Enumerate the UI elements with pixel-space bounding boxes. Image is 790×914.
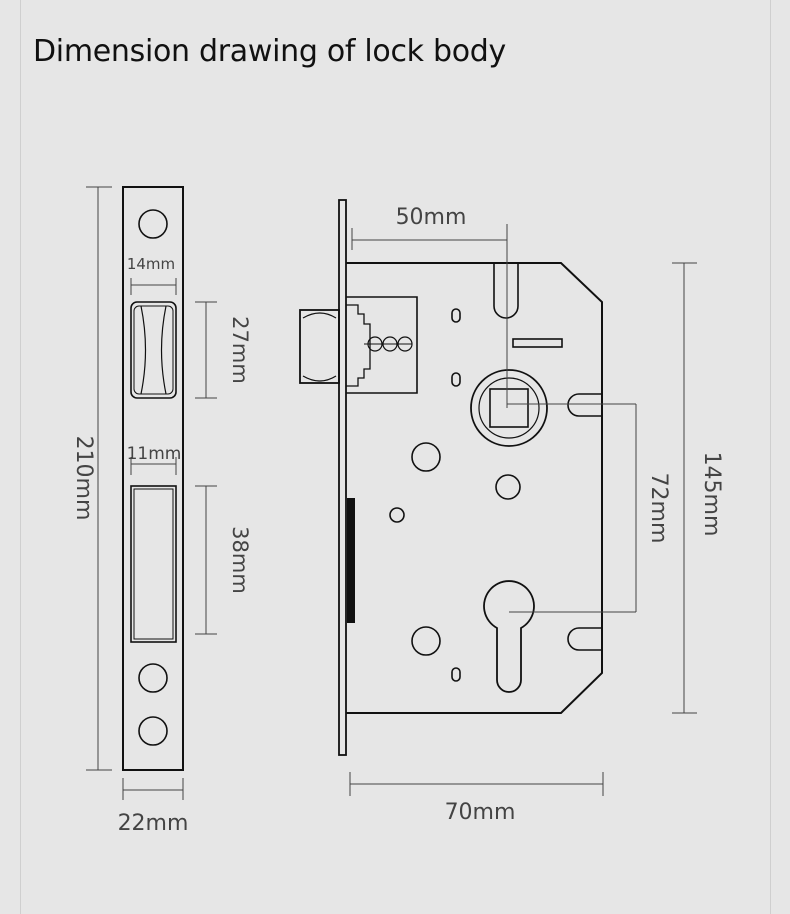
faceplate-screw-hole-middle — [138, 663, 168, 693]
bolt-height-label: 38mm — [228, 526, 252, 594]
page-title: Dimension drawing of lock body — [33, 34, 506, 69]
body-width-label: 70mm — [445, 800, 516, 825]
lock-body — [299, 199, 603, 756]
spindle-hub — [470, 369, 548, 447]
faceplate-height-label: 210mm — [71, 436, 96, 521]
body-screw-hole-1 — [411, 442, 441, 472]
faceplate-screw-hole-bottom — [138, 716, 168, 746]
small-hole-2 — [451, 372, 461, 387]
small-hole-3 — [451, 667, 461, 682]
lock-case-outline — [346, 262, 603, 714]
latch-opening — [130, 301, 177, 399]
center-distance-label: 72mm — [646, 473, 671, 544]
left-border-line — [20, 0, 21, 914]
faceplate — [122, 186, 184, 771]
bolt-width-label: 11mm — [127, 444, 182, 464]
lock-front-plate — [338, 199, 347, 756]
small-hole-1 — [451, 308, 461, 323]
latch-housing — [346, 296, 418, 394]
backset-label: 50mm — [396, 205, 467, 230]
right-border-line — [770, 0, 771, 914]
latch-height-label: 27mm — [228, 316, 252, 384]
side-mount-slot-bottom — [567, 627, 602, 651]
top-mount-slot — [493, 263, 519, 319]
indicator-slot — [512, 338, 563, 348]
cylinder-hole — [483, 580, 535, 693]
body-screw-hole-2 — [495, 474, 521, 500]
latch-tongue — [299, 309, 340, 384]
body-small-screw-hole — [389, 507, 405, 523]
deadbolt-strip — [347, 498, 355, 623]
body-height-label: 145mm — [699, 452, 724, 537]
body-screw-hole-3 — [411, 626, 441, 656]
faceplate-screw-hole-top — [138, 209, 168, 239]
latch-width-label: 14mm — [127, 255, 175, 273]
faceplate-width-label: 22mm — [118, 811, 189, 836]
deadbolt-opening — [130, 485, 177, 643]
side-mount-slot-top — [567, 393, 602, 417]
faceplate-outline — [122, 186, 184, 771]
